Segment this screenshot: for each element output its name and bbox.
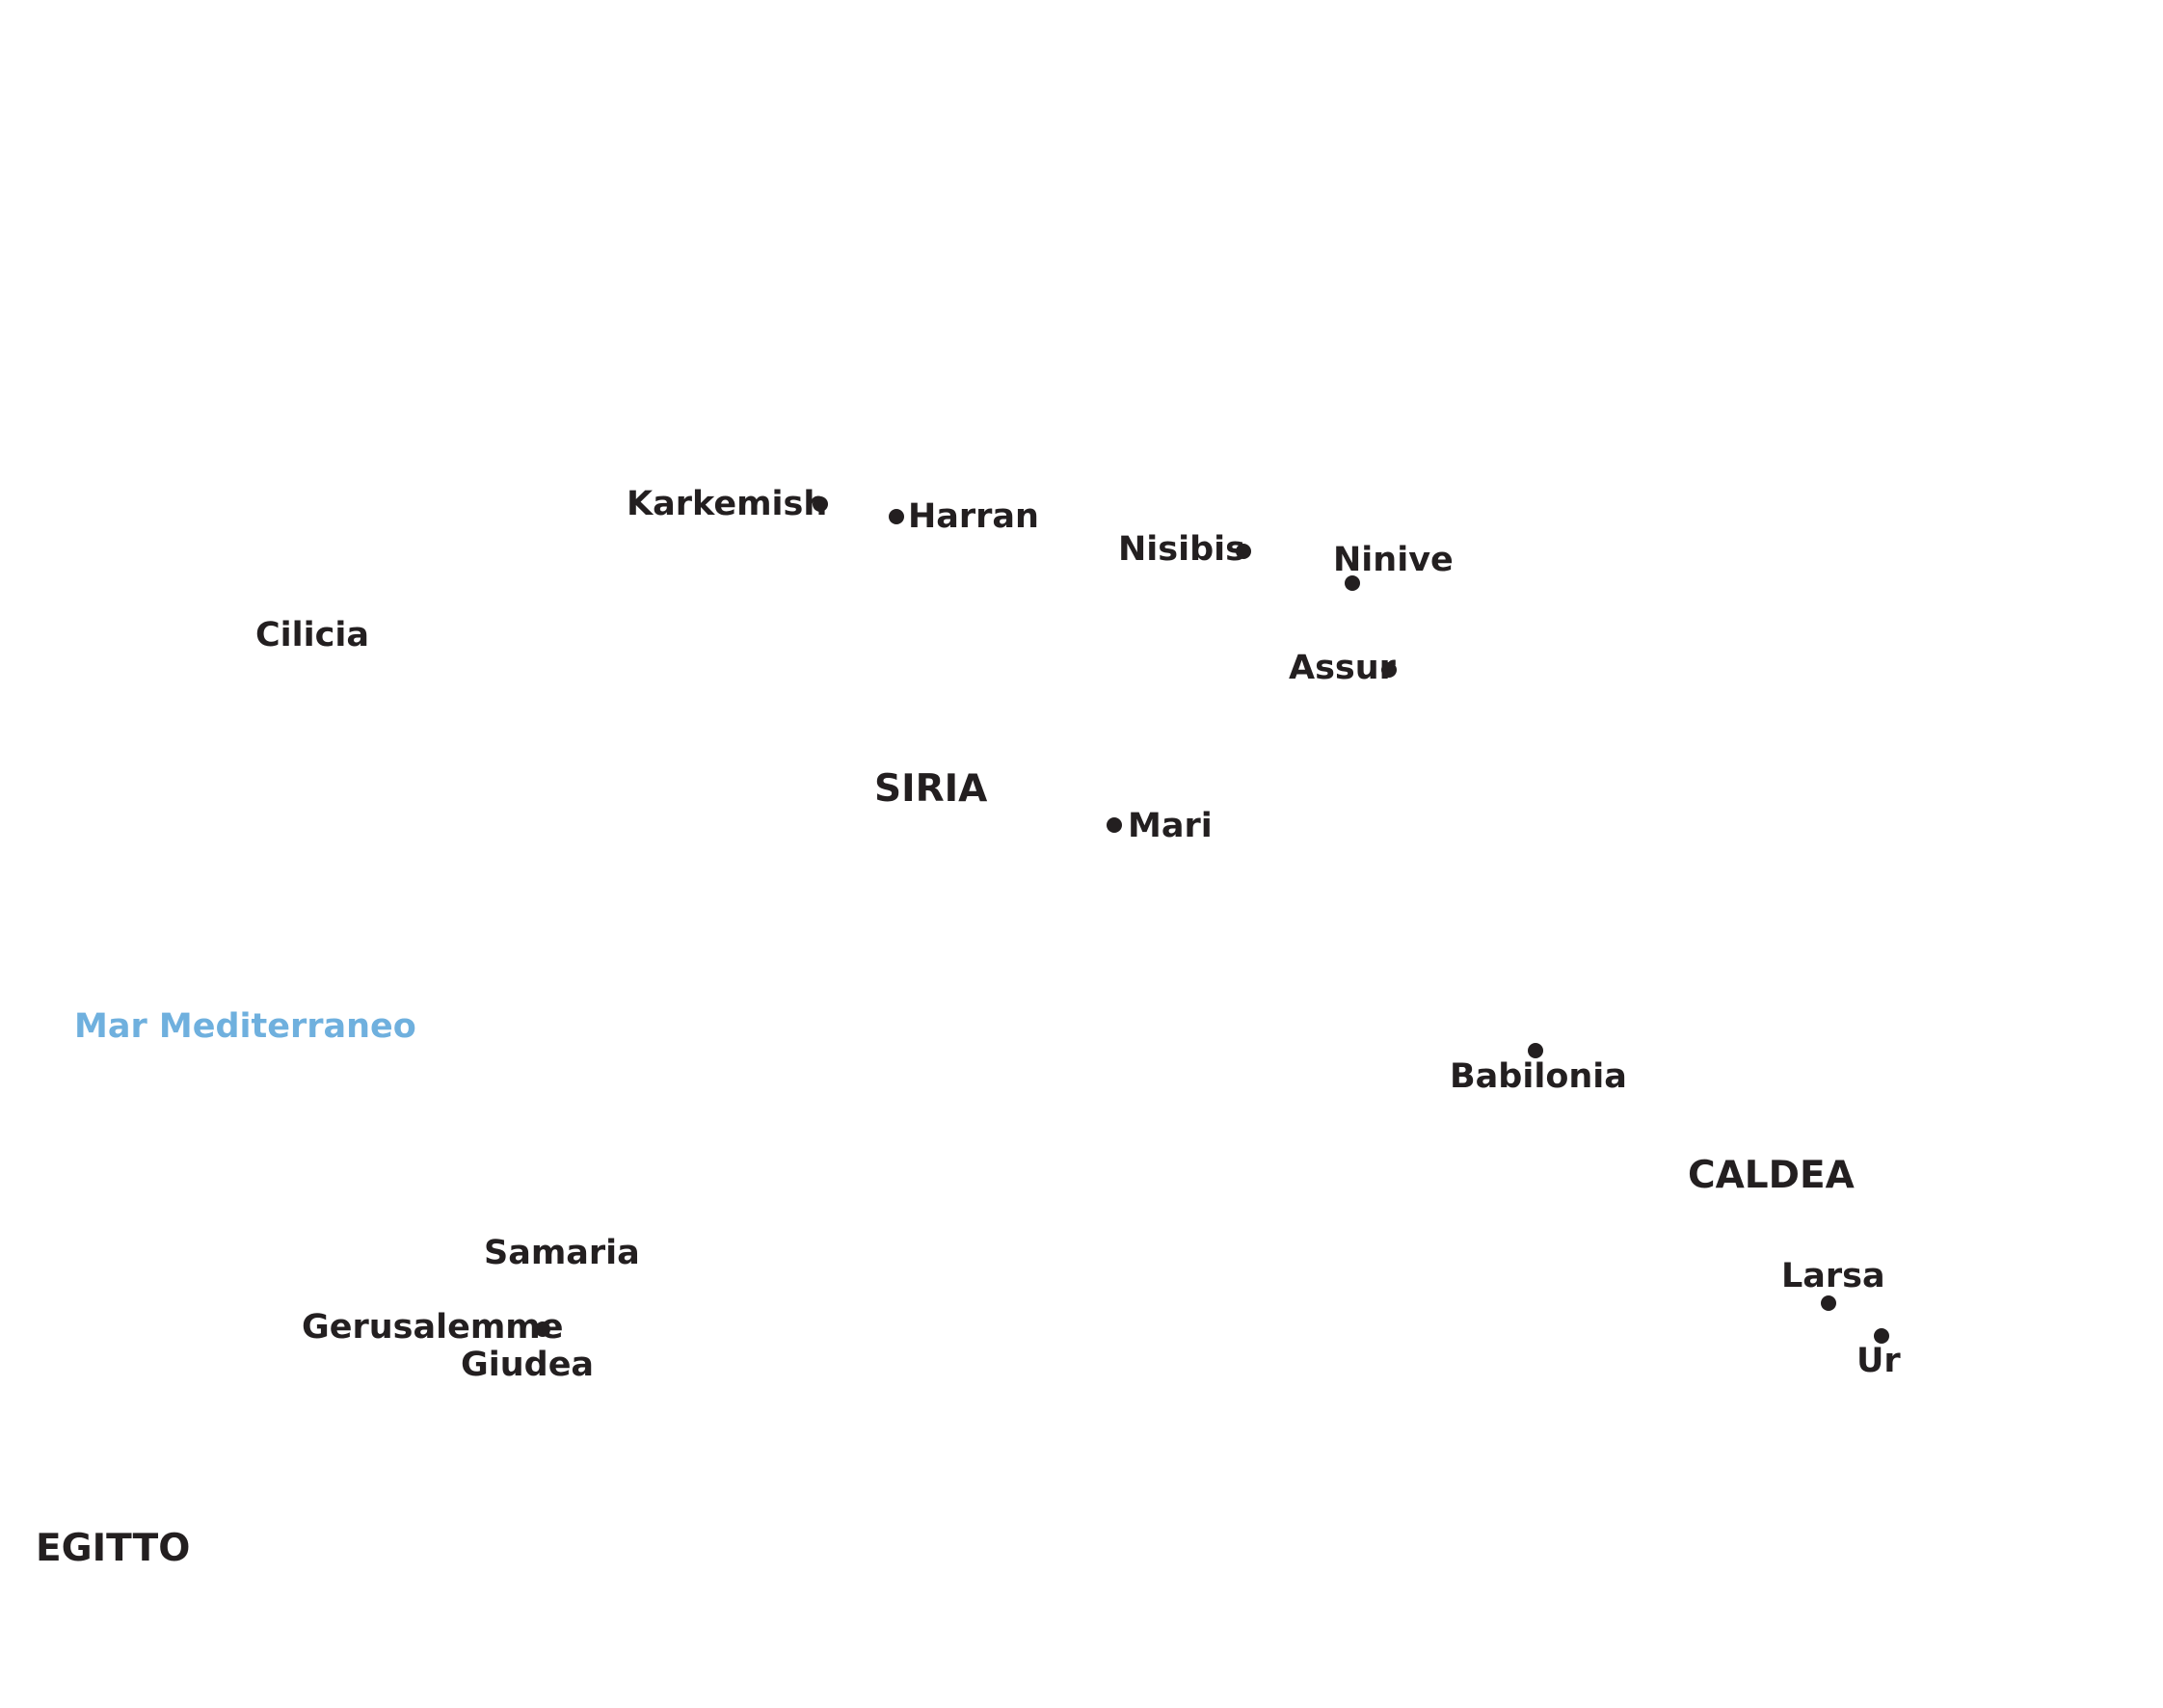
city-marker-ur xyxy=(1874,1328,1889,1344)
city-marker-assur xyxy=(1381,662,1397,678)
city-label-mari: Mari xyxy=(1128,807,1213,845)
city-marker-harran xyxy=(889,509,904,524)
city-marker-nisibis xyxy=(1236,544,1251,559)
city-label-harran: Harran xyxy=(908,497,1039,536)
city-marker-mari xyxy=(1107,817,1122,833)
city-label-karkemish: Karkemish xyxy=(627,485,828,523)
region-label-cilicia: Cilicia xyxy=(255,616,370,654)
city-label-babilonia: Babilonia xyxy=(1450,1057,1627,1096)
city-marker-larsa xyxy=(1821,1295,1836,1311)
city-marker-babilonia xyxy=(1528,1043,1543,1058)
city-label-larsa: Larsa xyxy=(1781,1257,1885,1295)
city-label-gerusalemme: Gerusalemme xyxy=(302,1308,564,1347)
city-marker-gerusalemme xyxy=(535,1321,550,1337)
city-label-nisibis: Nisibis xyxy=(1118,530,1246,569)
region-label-giudea: Giudea xyxy=(461,1346,595,1384)
region-label-siria: SIRIA xyxy=(874,767,988,811)
city-label-assur: Assur xyxy=(1289,649,1396,687)
city-marker-ninive xyxy=(1345,575,1360,591)
city-marker-karkemish xyxy=(813,496,828,512)
city-label-ur: Ur xyxy=(1856,1342,1901,1380)
sea-label-mediterraneo: Mar Mediterraneo xyxy=(74,1007,416,1046)
region-label-egitto: EGITTO xyxy=(36,1527,191,1570)
region-label-caldea: CALDEA xyxy=(1688,1154,1855,1197)
city-label-ninive: Ninive xyxy=(1333,541,1454,579)
city-label-samaria: Samaria xyxy=(484,1234,640,1272)
